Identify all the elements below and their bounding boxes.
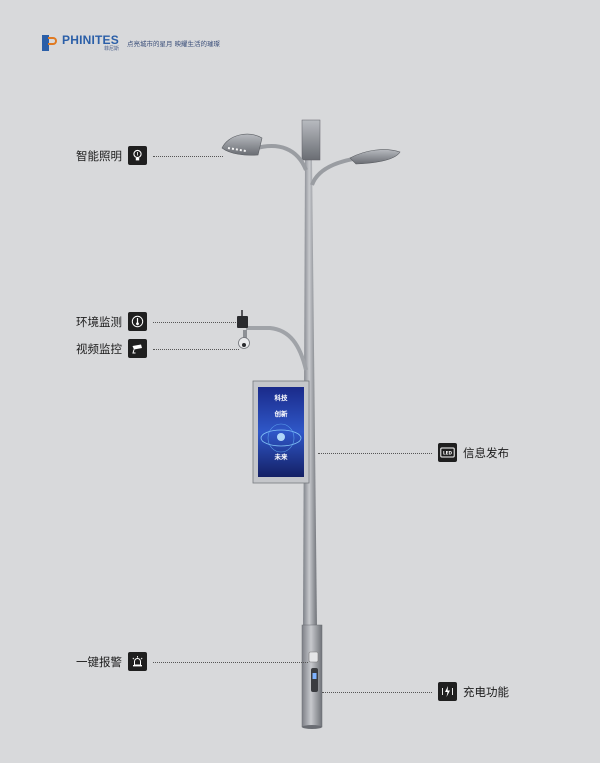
logo-mark-icon: [42, 35, 58, 51]
environment-sensor-icon: [128, 312, 147, 331]
alarm-icon: [128, 652, 147, 671]
right-lamp-head: [349, 149, 401, 165]
feature-one-key-alarm: 一键报警: [76, 652, 147, 671]
feature-label: 充电功能: [463, 684, 509, 699]
screen-text-1: 科技: [275, 393, 289, 402]
bulb-icon: [128, 146, 147, 165]
monitor-bracket: [246, 326, 308, 371]
camera-icon: [128, 339, 147, 358]
led-icon-text: LED: [443, 451, 453, 456]
feature-environment-monitoring: 环境监测: [76, 312, 147, 331]
feature-label: 视频监控: [76, 341, 122, 356]
leader-line-lighting: [153, 156, 223, 157]
feature-label: 信息发布: [463, 445, 509, 460]
feature-charging: 充电功能: [438, 682, 509, 701]
leader-line-info: [318, 453, 432, 454]
leader-line-charging: [322, 692, 432, 693]
screen-text-3: 未来: [275, 452, 289, 461]
feature-info-release: LED 信息发布: [438, 443, 509, 462]
feature-smart-lighting: 智能照明: [76, 146, 147, 165]
led-display-icon: LED: [438, 443, 457, 462]
feature-label: 环境监测: [76, 314, 122, 329]
leader-line-camera: [153, 349, 239, 350]
pole-shaft: [303, 160, 317, 630]
leader-line-environment: [153, 322, 236, 323]
screen-text-2: 创新: [274, 409, 289, 418]
feature-label: 智能照明: [76, 148, 122, 163]
environment-sensor: [237, 316, 248, 328]
feature-label: 一键报警: [76, 654, 122, 669]
brand-slogan: 点亮城市的星月 映耀生活的璀璨: [126, 40, 221, 48]
brand-subname: 菲尼斯: [103, 46, 119, 52]
feature-video-surveillance: 视频监控: [76, 339, 147, 358]
brand-name: PHINITES: [62, 33, 119, 47]
leader-line-alarm: [153, 662, 308, 663]
charging-port: [311, 668, 318, 692]
brand-logo: PHINITES 菲尼斯 点亮城市的星月 映耀生活的璀璨: [42, 34, 220, 52]
led-screen: [258, 387, 304, 477]
charging-icon: [438, 682, 457, 701]
top-cabinet: [301, 119, 321, 161]
left-lamp-head: [221, 133, 263, 156]
alarm-button: [308, 651, 319, 663]
